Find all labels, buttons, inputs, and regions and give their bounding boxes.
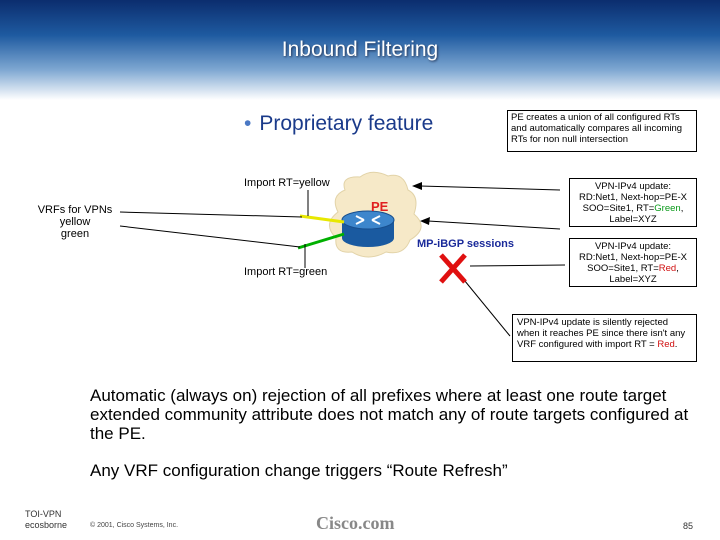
bullet-text: Proprietary feature	[259, 112, 434, 135]
footer-codes: TOI-VPN ecosborne	[25, 509, 67, 531]
title-bar	[0, 0, 720, 100]
red-update-line3: SOO=Site1, RT=Red,	[574, 263, 692, 274]
green-update-line3b: ,	[680, 203, 684, 214]
red-update-line2: RD:Net1, Next-hop=PE-X	[579, 252, 687, 263]
import-green-label: Import RT=green	[244, 266, 328, 278]
vrfs-pointer-green	[119, 225, 301, 248]
paragraph-rejection: Automatic (always on) rejection of all p…	[90, 386, 689, 443]
vrfs-label: VRFs for VPNs yellow green	[30, 204, 120, 240]
green-update-line3a: SOO=Site1, RT=	[582, 203, 655, 214]
green-update-line2: RD:Net1, Next-hop=PE-X	[579, 192, 687, 203]
mpibgp-label: MP-iBGP sessions	[417, 238, 514, 250]
bgp-red-update-line	[469, 264, 566, 267]
footer-code1: TOI-VPN	[25, 509, 62, 519]
green-update-line1: VPN-IPv4 update:	[594, 181, 672, 192]
green-rt-value: Green	[654, 203, 681, 214]
silent-note-end: .	[674, 339, 678, 350]
green-update-line3: SOO=Site1, RT=Green,	[574, 203, 692, 214]
bullet-dot-icon: •	[244, 112, 252, 135]
page-number: 85	[683, 521, 694, 531]
cisco-logo: Cisco.com	[316, 513, 395, 533]
silent-reject-note: VPN-IPv4 update is silently rejected whe…	[512, 314, 697, 362]
red-update-line3a: SOO=Site1, RT=	[587, 263, 659, 274]
bgp-arrow-top	[419, 185, 561, 191]
red-update-box: VPN-IPv4 update: RD:Net1, Next-hop=PE-X …	[569, 238, 697, 287]
reject-x-icon	[439, 253, 467, 284]
pe-label: PE	[371, 199, 389, 214]
red-update-line1: VPN-IPv4 update:	[594, 241, 672, 252]
footer-code2: ecosborne	[25, 520, 68, 530]
green-vrf-link	[297, 232, 345, 250]
footer-copyright: © 2001, Cisco Systems, Inc.	[90, 522, 179, 529]
union-note: PE creates a union of all configured RTs…	[507, 110, 697, 152]
red-update-line4: Label=XYZ	[609, 274, 657, 285]
slide-title: Inbound Filtering	[281, 38, 439, 61]
vrfs-label-line1: VRFs for VPNs	[37, 204, 113, 216]
bgp-arrow-mid	[427, 220, 561, 230]
paragraph-route-refresh: Any VRF configuration change triggers “R…	[90, 461, 508, 480]
green-update-line4: Label=XYZ	[609, 214, 657, 225]
silent-note-text: VPN-IPv4 update is silently rejected whe…	[517, 317, 686, 350]
bullet-item: • Proprietary feature	[244, 112, 433, 136]
vrfs-pointer-yellow	[119, 211, 303, 218]
yellow-vrf-link	[299, 214, 345, 224]
silent-note-rt: Red	[657, 339, 675, 350]
green-update-box: VPN-IPv4 update: RD:Net1, Next-hop=PE-X …	[569, 178, 697, 227]
vrfs-label-line3: green	[60, 228, 90, 240]
vrfs-label-line2: yellow	[59, 216, 91, 228]
red-update-line3b: ,	[676, 263, 679, 274]
import-yellow-label: Import RT=yellow	[244, 177, 330, 189]
router-icon	[341, 210, 395, 247]
silent-note-pointer	[459, 274, 511, 337]
red-rt-value: Red	[658, 263, 677, 274]
